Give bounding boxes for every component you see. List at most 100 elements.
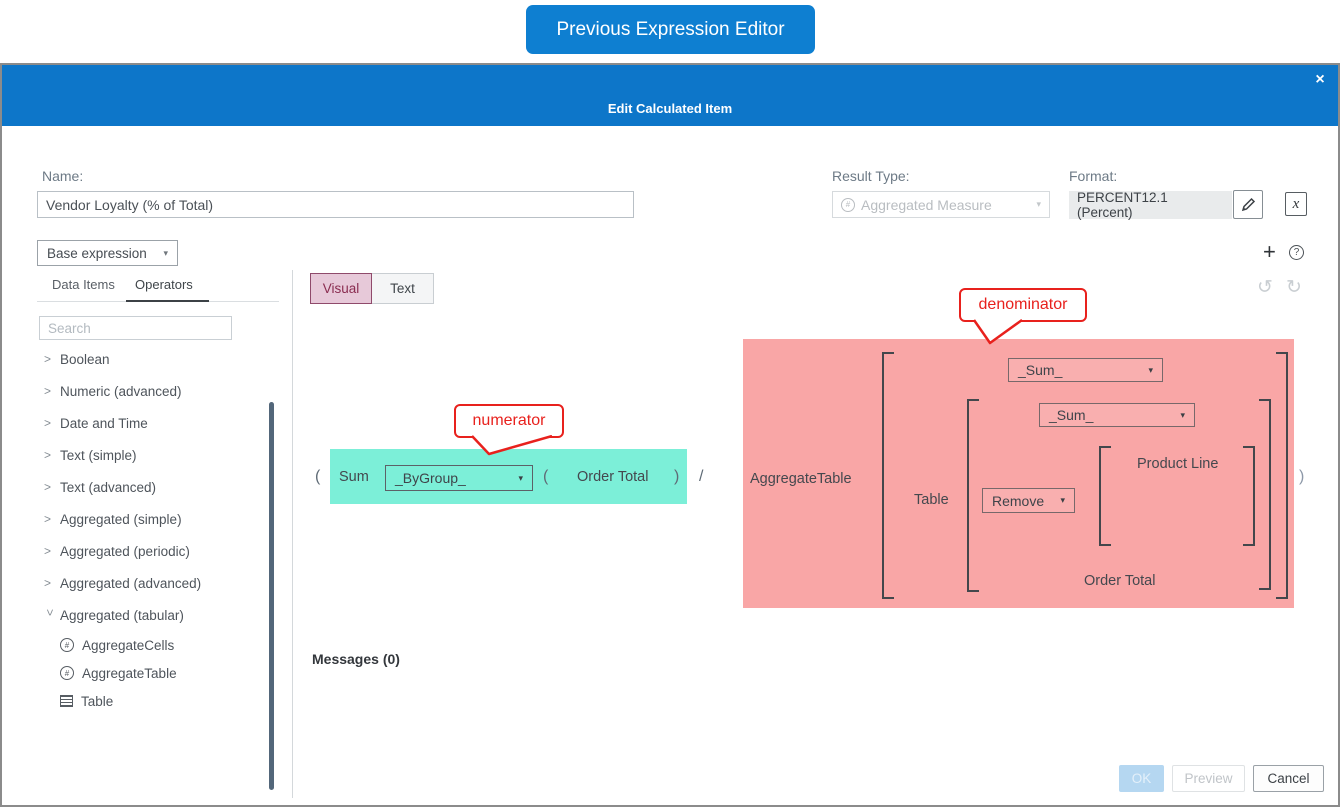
outer-sum-dropdown[interactable]: _Sum_ ▾: [1008, 358, 1163, 382]
remove-dropdown[interactable]: Remove ▾: [982, 488, 1075, 513]
tree-item-date-and-time[interactable]: > Date and Time: [44, 413, 148, 433]
tree-item-label: Aggregated (tabular): [60, 607, 184, 623]
tab-data-items[interactable]: Data Items: [52, 277, 115, 292]
chevron-down-icon: ▾: [1180, 409, 1185, 420]
ok-button[interactable]: OK: [1119, 765, 1164, 792]
tree-item-label: Aggregated (advanced): [60, 575, 202, 591]
aggregatetable-function-label: AggregateTable: [750, 471, 852, 487]
remove-dropdown-value: Remove: [992, 492, 1045, 509]
preview-button[interactable]: Preview: [1172, 765, 1245, 792]
tree-item-table[interactable]: Table: [60, 691, 113, 711]
numerator-open-paren: (: [315, 468, 321, 485]
pencil-icon: [1241, 197, 1255, 212]
undo-icon[interactable]: ↺: [1257, 277, 1273, 298]
chevron-right-icon: >: [44, 480, 52, 494]
chevron-right-icon: >: [44, 512, 52, 526]
cancel-button[interactable]: Cancel: [1253, 765, 1324, 792]
tree-item-label: Date and Time: [60, 415, 148, 431]
tree-item-label: Aggregated (periodic): [60, 543, 190, 559]
chevron-down-icon: ▾: [1036, 199, 1041, 209]
chevron-right-icon: >: [44, 576, 52, 590]
inner-sum-dropdown-value: _Sum_: [1049, 407, 1094, 423]
tree-item-aggregated-advanced[interactable]: > Aggregated (advanced): [44, 573, 201, 593]
denominator-highlight: [743, 339, 1294, 608]
denominator-group-item[interactable]: Product Line: [1137, 456, 1219, 472]
tree-item-aggregated-tabular[interactable]: > Aggregated (tabular): [43, 605, 184, 625]
edit-calculated-item-dialog: Edit Calculated Item × Name: Result Type…: [0, 63, 1340, 807]
numerator-callout: numerator: [454, 404, 564, 438]
numerator-close-paren: ): [674, 468, 680, 485]
close-icon[interactable]: ×: [1315, 71, 1325, 88]
chevron-right-icon: >: [44, 448, 52, 462]
tab-operators[interactable]: Operators: [135, 277, 193, 292]
add-expression-button[interactable]: +: [1263, 239, 1276, 264]
tree-item-label: AggregateCells: [82, 637, 175, 653]
redo-icon[interactable]: ↻: [1286, 277, 1302, 298]
outer-sum-dropdown-value: _Sum_: [1018, 362, 1063, 378]
messages-label: Messages (0): [312, 651, 400, 667]
tree-item-label: Text (advanced): [60, 479, 157, 495]
table-right-bracket-icon: [1259, 399, 1271, 590]
group-right-bracket-icon: [1243, 446, 1255, 546]
denominator-callout: denominator: [959, 288, 1087, 322]
expression-scope-dropdown[interactable]: Base expression ▾: [37, 240, 178, 266]
tree-item-boolean[interactable]: > Boolean: [44, 349, 110, 369]
result-type-value: Aggregated Measure: [861, 196, 992, 213]
tree-item-text-simple[interactable]: > Text (simple): [44, 445, 137, 465]
expression-scope-value: Base expression: [47, 245, 147, 261]
search-input[interactable]: [48, 320, 225, 336]
tree-item-label: Numeric (advanced): [60, 383, 182, 399]
dialog-header: Edit Calculated Item ×: [2, 65, 1338, 126]
chevron-right-icon: >: [44, 416, 52, 430]
inner-sum-dropdown[interactable]: _Sum_ ▾: [1039, 403, 1195, 427]
numerator-argument[interactable]: Order Total: [577, 469, 649, 485]
edit-format-button[interactable]: [1233, 190, 1263, 219]
chevron-right-icon: >: [44, 544, 52, 558]
active-tab-underline: [126, 300, 209, 302]
denominator-close-paren: ): [1299, 468, 1305, 485]
group-left-bracket-icon: [1099, 446, 1111, 546]
chevron-down-icon: ▾: [163, 247, 168, 258]
outer-left-bracket-icon: [882, 352, 894, 599]
chevron-down-icon: ▾: [518, 472, 523, 483]
format-label: Format:: [1069, 168, 1118, 184]
bygroup-dropdown-value: _ByGroup_: [395, 470, 466, 486]
numerator-inner-open-paren: (: [543, 468, 549, 485]
result-type-select[interactable]: # Aggregated Measure ▾: [832, 191, 1050, 218]
tree-item-aggregatecells[interactable]: # AggregateCells: [60, 635, 174, 655]
divide-operator: /: [699, 468, 704, 485]
name-input[interactable]: [37, 191, 634, 218]
table-icon: [60, 695, 73, 707]
denominator-measure-item[interactable]: Order Total: [1084, 573, 1156, 589]
tree-item-label: Boolean: [60, 351, 110, 367]
sum-function-label: Sum: [339, 469, 369, 485]
tree-item-aggregated-simple[interactable]: > Aggregated (simple): [44, 509, 182, 529]
format-value: PERCENT12.1 (Percent): [1069, 190, 1232, 220]
clear-format-button[interactable]: x: [1285, 192, 1307, 216]
previous-expression-editor-button[interactable]: Previous Expression Editor: [526, 5, 815, 54]
aggregate-table-icon: #: [60, 666, 74, 680]
tree-item-numeric-advanced[interactable]: > Numeric (advanced): [44, 381, 182, 401]
tree-item-aggregated-periodic[interactable]: > Aggregated (periodic): [44, 541, 190, 561]
tree-item-label: Text (simple): [60, 447, 137, 463]
tab-text[interactable]: Text: [372, 273, 434, 304]
tree-item-label: Table: [81, 693, 114, 709]
dialog-title: Edit Calculated Item: [607, 101, 733, 116]
chevron-right-icon: >: [44, 352, 52, 366]
tree-item-aggregatetable[interactable]: # AggregateTable: [60, 663, 177, 683]
chevron-down-icon: ▾: [1060, 495, 1065, 505]
result-type-label: Result Type:: [832, 168, 910, 184]
help-icon[interactable]: ?: [1289, 245, 1304, 260]
tab-visual[interactable]: Visual: [310, 273, 372, 304]
tree-scrollbar[interactable]: [269, 402, 274, 790]
chevron-down-icon: >: [43, 609, 57, 617]
tree-item-text-advanced[interactable]: > Text (advanced): [44, 477, 156, 497]
search-box: [39, 316, 232, 340]
aggregate-cells-icon: #: [60, 638, 74, 652]
name-label: Name:: [42, 168, 84, 184]
tree-item-label: AggregateTable: [82, 665, 177, 681]
table-function-label: Table: [914, 492, 949, 508]
chevron-right-icon: >: [44, 384, 52, 398]
bygroup-dropdown[interactable]: _ByGroup_ ▾: [385, 465, 533, 491]
